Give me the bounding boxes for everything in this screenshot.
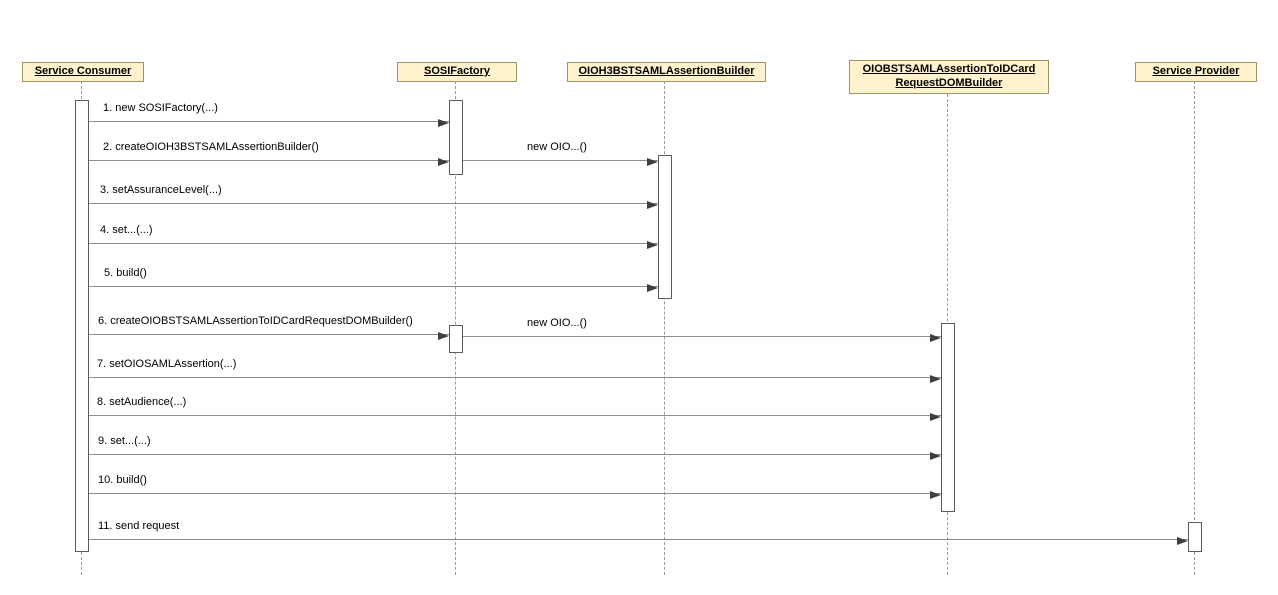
message-9-set: 9. set...(...) bbox=[89, 435, 941, 460]
message-8-setaudience: 8. setAudience(...) bbox=[89, 396, 941, 421]
arrowhead-icon bbox=[930, 452, 941, 460]
activation-sosifactory-2 bbox=[449, 325, 463, 353]
message-2-createoioh3bstsamlassertionbuilder: 2. createOIOH3BSTSAMLAssertionBuilder() bbox=[89, 141, 449, 166]
message-line bbox=[89, 121, 449, 122]
message-label: 2. createOIOH3BSTSAMLAssertionBuilder() bbox=[103, 141, 319, 153]
actor-label: Service Consumer bbox=[34, 65, 132, 78]
message-line bbox=[89, 415, 941, 416]
message-line bbox=[89, 539, 1188, 540]
message-line bbox=[89, 286, 658, 287]
message-1-new-sosifactory: 1. new SOSIFactory(...) bbox=[89, 102, 449, 127]
arrowhead-icon bbox=[930, 375, 941, 383]
actor-label: SOSIFactory bbox=[423, 65, 491, 78]
arrowhead-icon bbox=[647, 241, 658, 249]
message-label: new OIO...() bbox=[527, 317, 587, 329]
message-label: 3. setAssuranceLevel(...) bbox=[100, 184, 222, 196]
arrowhead-icon bbox=[1177, 537, 1188, 545]
arrowhead-icon bbox=[647, 201, 658, 209]
message-7-setoiosamlassertion: 7. setOIOSAMLAssertion(...) bbox=[89, 358, 941, 383]
arrowhead-icon bbox=[647, 284, 658, 292]
message-label: 1. new SOSIFactory(...) bbox=[103, 102, 218, 114]
message-new-oio-2: new OIO...() bbox=[463, 317, 941, 342]
actor-box-oiobstsamlassertiontoidcardrequestdombuilder: OIOBSTSAMLAssertionToIDCard RequestDOMBu… bbox=[849, 60, 1049, 94]
message-line bbox=[463, 160, 658, 161]
message-4-set: 4. set...(...) bbox=[89, 224, 658, 249]
message-6-createoiobstsamlassertiontoidcardrequestdombuilder: 6. createOIOBSTSAMLAssertionToIDCardRequ… bbox=[89, 315, 449, 340]
activation-sosifactory-1 bbox=[449, 100, 463, 175]
actor-box-oioh3bstsamlassertionbuilder: OIOH3BSTSAMLAssertionBuilder bbox=[567, 62, 766, 82]
activation-service-consumer bbox=[75, 100, 89, 552]
message-label: 6. createOIOBSTSAMLAssertionToIDCardRequ… bbox=[98, 315, 413, 327]
message-11-send-request: 11. send request bbox=[89, 520, 1188, 545]
message-label: 7. setOIOSAMLAssertion(...) bbox=[97, 358, 237, 370]
lifeline-service-provider bbox=[1194, 81, 1195, 575]
message-line bbox=[89, 454, 941, 455]
arrowhead-icon bbox=[438, 158, 449, 166]
lifeline-oioh3bstsamlassertionbuilder bbox=[664, 81, 665, 575]
actor-box-service-provider: Service Provider bbox=[1135, 62, 1257, 82]
message-line bbox=[89, 493, 941, 494]
message-line bbox=[89, 203, 658, 204]
actor-label: OIOBSTSAMLAssertionToIDCard RequestDOMBu… bbox=[862, 63, 1036, 89]
message-5-build: 5. build() bbox=[89, 267, 658, 292]
actor-label: OIOH3BSTSAMLAssertionBuilder bbox=[578, 65, 755, 78]
message-label: new OIO...() bbox=[527, 141, 587, 153]
message-label: 8. setAudience(...) bbox=[97, 396, 187, 408]
actor-box-service-consumer: Service Consumer bbox=[22, 62, 144, 82]
activation-oioh3bstsamlassertionbuilder bbox=[658, 155, 672, 299]
message-new-oio-1: new OIO...() bbox=[463, 141, 658, 166]
message-label: 10. build() bbox=[98, 474, 147, 486]
message-label: 9. set...(...) bbox=[98, 435, 151, 447]
message-line bbox=[89, 377, 941, 378]
message-3-setassurancelevel: 3. setAssuranceLevel(...) bbox=[89, 184, 658, 209]
arrowhead-icon bbox=[438, 332, 449, 340]
arrowhead-icon bbox=[930, 491, 941, 499]
actor-box-sosifactory: SOSIFactory bbox=[397, 62, 517, 82]
message-label: 11. send request bbox=[98, 520, 180, 532]
activation-service-provider bbox=[1188, 522, 1202, 552]
message-10-build: 10. build() bbox=[89, 474, 941, 499]
arrowhead-icon bbox=[647, 158, 658, 166]
arrowhead-icon bbox=[438, 119, 449, 127]
actor-label: Service Provider bbox=[1152, 65, 1240, 78]
activation-oiobstsamlassertiontoidcardrequestdombuilder bbox=[941, 323, 955, 512]
arrowhead-icon bbox=[930, 413, 941, 421]
message-line bbox=[463, 336, 941, 337]
message-label: 4. set...(...) bbox=[100, 224, 153, 236]
message-label: 5. build() bbox=[104, 267, 147, 279]
arrowhead-icon bbox=[930, 334, 941, 342]
message-line bbox=[89, 160, 449, 161]
message-line bbox=[89, 334, 449, 335]
message-line bbox=[89, 243, 658, 244]
